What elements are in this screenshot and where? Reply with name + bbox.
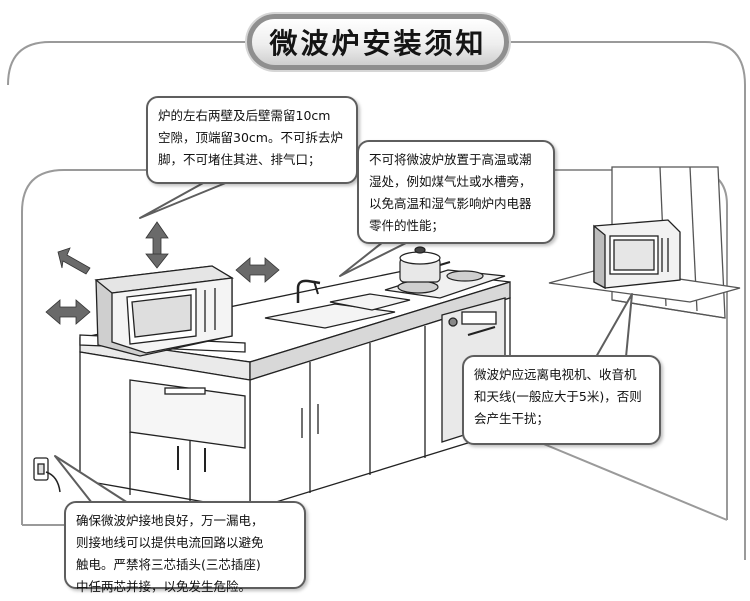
microwave-on-sill: [593, 219, 681, 290]
arrow-up-icon: [145, 221, 169, 259]
note-line: 触电。严禁将三芯插头(三芯插座): [76, 557, 261, 572]
note-line: 湿处，例如煤气灶或水槽旁，: [369, 174, 532, 189]
note-line: 中任两芯并接，以免发生危险。: [76, 579, 252, 594]
callout-pointers: [54, 181, 633, 504]
sink: [264, 279, 411, 329]
note-line: 脚，不可堵住其进、排气口；: [158, 152, 321, 167]
interference-note: 微波炉应远离电视机、收音机 和天线(一般应大于5米)，否则 会产生干扰；: [462, 355, 661, 445]
floor-line-right: [509, 429, 728, 521]
note-line: 会产生干扰；: [474, 411, 550, 426]
grounding-note: 确保微波炉接地良好，万一漏电， 则接地线可以提供电流回路以避免 触电。严禁将三芯…: [64, 501, 306, 594]
note-line: 空隙，顶端留30cm。不可拆去炉: [158, 130, 343, 145]
room-wall-left: [21, 169, 150, 525]
arrow-left-icon: [45, 299, 91, 325]
note-line: 确保微波炉接地良好，万一漏电，: [76, 513, 264, 528]
clearance-arrows: [45, 221, 280, 325]
clearance-note: 炉的左右两壁及后壁需留10cm 空隙，顶端留30cm。不可拆去炉 脚，不可堵住其…: [146, 96, 358, 184]
note-line: 则接地线可以提供电流回路以避免: [76, 535, 264, 550]
arrow-topleft-icon: [57, 247, 91, 275]
left-cabinet: [79, 334, 251, 511]
pointer-4: [54, 455, 129, 504]
frame-line-right: [508, 41, 746, 560]
note-line: 不可将微波炉放置于高温或潮: [369, 152, 532, 167]
page-title: 微波炉安装须知: [247, 14, 509, 70]
power-outlet: [33, 457, 61, 493]
note-line: 微波炉应远离电视机、收音机: [474, 367, 637, 382]
microwave-main: [94, 265, 234, 357]
frame-line-left: [7, 41, 250, 86]
note-line: 零件的性能；: [369, 218, 445, 233]
pointer-2: [339, 241, 409, 277]
pointer-3: [595, 293, 633, 358]
arrow-right-icon: [235, 257, 280, 283]
note-line: 以免高温和湿气影响炉内电器: [369, 196, 532, 211]
heat-humidity-note: 不可将微波炉放置于高温或潮 湿处，例如煤气灶或水槽旁， 以免高温和湿气影响炉内电…: [357, 140, 555, 244]
pointer-1: [139, 181, 229, 219]
note-line: 和天线(一般应大于5米)，否则: [474, 389, 642, 404]
note-line: 炉的左右两壁及后壁需留10cm: [158, 108, 331, 123]
stove: [384, 246, 506, 299]
